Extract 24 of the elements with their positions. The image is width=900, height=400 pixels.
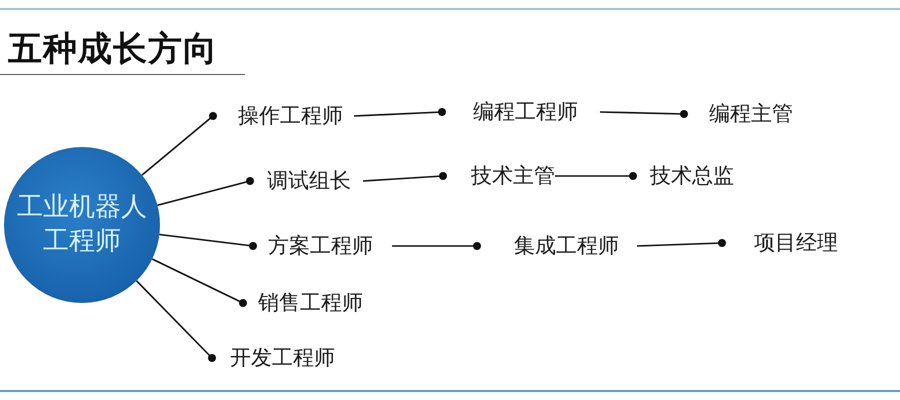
connector-line [555, 172, 637, 180]
career-label: 开发工程师 [230, 344, 335, 372]
career-label: 调试组长 [267, 167, 351, 194]
connector-line [600, 110, 688, 118]
connector-line [354, 108, 446, 117]
career-label: 方案工程师 [268, 232, 373, 260]
career-label: 编程主管 [709, 100, 793, 128]
connector-line [636, 239, 726, 247]
role-label: 工业机器人工程师 [16, 191, 148, 258]
career-label: 操作工程师 [238, 102, 343, 130]
title: 五种成长方向 [8, 28, 218, 71]
connector-line [392, 242, 481, 250]
connector-line [362, 172, 447, 182]
connector-line [136, 280, 216, 362]
career-label: 集成工程师 [514, 232, 619, 260]
career-label: 编程工程师 [473, 98, 578, 126]
connector-line [159, 234, 257, 250]
career-label: 项目经理 [754, 229, 838, 256]
career-label: 技术主管 [471, 162, 555, 190]
career-label: 技术总监 [650, 162, 734, 190]
connector-line [141, 112, 217, 176]
career-label: 销售工程师 [258, 289, 363, 316]
connector-line [152, 258, 247, 307]
connector-line [157, 177, 254, 206]
